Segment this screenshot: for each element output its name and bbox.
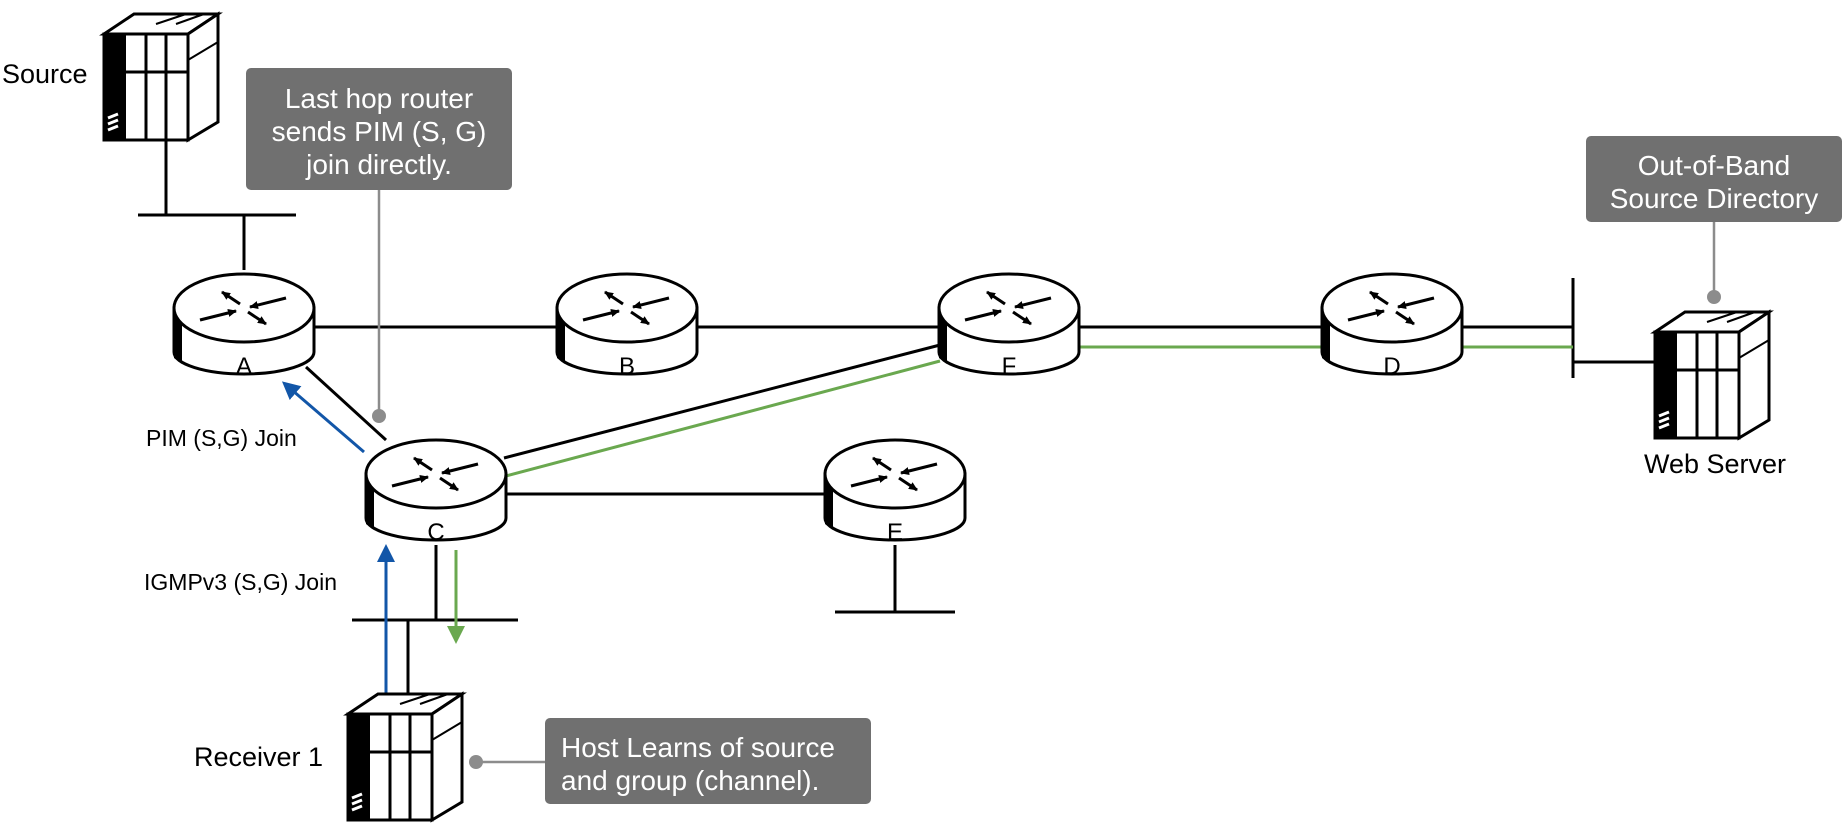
last-hop-line-3: join directly. <box>305 149 452 180</box>
callout-leader-dot <box>372 409 386 423</box>
receiver-label: Receiver 1 <box>194 742 323 772</box>
router-c-label: C <box>427 519 444 546</box>
web-server[interactable] <box>1653 310 1771 440</box>
last-hop-callout: Last hop router sends PIM (S, G) join di… <box>246 68 512 423</box>
callout-box <box>246 68 512 190</box>
router-b[interactable]: B <box>557 274 697 380</box>
router-a-label: A <box>236 353 252 380</box>
join-path <box>281 381 395 696</box>
server-icon <box>1653 310 1771 440</box>
router-b-label: B <box>619 353 635 380</box>
network-links <box>138 130 1658 696</box>
callout-leader-dot <box>469 755 483 769</box>
callout-box <box>1586 136 1842 222</box>
host-learns-line-1: Host Learns of source <box>561 732 835 763</box>
pim-join-label: PIM (S,G) Join <box>146 425 297 451</box>
source-server[interactable] <box>102 12 220 142</box>
directory-line-2: Source Directory <box>1610 183 1819 214</box>
pim-join-arrow <box>281 381 365 454</box>
web-server-label: Web Server <box>1644 449 1786 479</box>
router-e-label: E <box>887 519 903 546</box>
host-learns-callout: Host Learns of source and group (channel… <box>469 718 871 804</box>
server-icon <box>102 12 220 142</box>
callout-leader-dot <box>1707 290 1721 304</box>
igmp-join-label: IGMPv3 (S,G) Join <box>144 569 337 595</box>
router-d-label: D <box>1383 353 1400 380</box>
router-a[interactable]: A <box>174 274 314 380</box>
router-d[interactable]: D <box>1322 274 1462 380</box>
directory-line-1: Out-of-Band <box>1638 150 1791 181</box>
multicast-data-path <box>447 345 1573 644</box>
router-c[interactable]: C <box>366 440 506 546</box>
callout-box <box>545 718 871 804</box>
last-hop-line-1: Last hop router <box>285 83 473 114</box>
source-label: Source <box>2 59 88 89</box>
green-path-f-c <box>505 359 941 478</box>
directory-callout: Out-of-Band Source Directory <box>1586 136 1842 304</box>
link-c-f <box>503 343 941 460</box>
link-a-c <box>304 365 388 442</box>
receiver-server[interactable] <box>346 692 464 822</box>
host-learns-line-2: and group (channel). <box>561 765 819 796</box>
router-e[interactable]: E <box>825 440 965 546</box>
last-hop-line-2: sends PIM (S, G) <box>272 116 487 147</box>
router-f-label: F <box>1002 353 1017 380</box>
server-icon <box>346 692 464 822</box>
router-f[interactable]: F <box>939 274 1079 380</box>
